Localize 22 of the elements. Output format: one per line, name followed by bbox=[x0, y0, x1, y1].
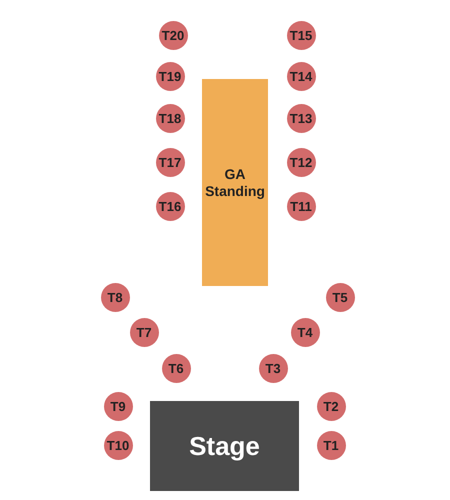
table-circle: T2 bbox=[316, 392, 346, 420]
table-circle: T16 bbox=[156, 192, 184, 220]
table-circle: T5 bbox=[326, 282, 354, 312]
table-circle: T7 bbox=[130, 318, 158, 346]
table-circle: T15 bbox=[286, 20, 316, 50]
stage-block: Stage bbox=[150, 401, 299, 491]
table-circle: T12 bbox=[286, 148, 316, 176]
table-circle: T10 bbox=[104, 430, 132, 460]
table-circle: T18 bbox=[156, 104, 184, 132]
table-circle: T8 bbox=[100, 282, 130, 312]
table-circle: T14 bbox=[286, 62, 316, 90]
standing-area: GA Standing bbox=[202, 79, 268, 286]
table-circle: T3 bbox=[258, 354, 288, 382]
table-circle: T13 bbox=[286, 104, 316, 132]
table-circle: T19 bbox=[156, 62, 184, 90]
table-circle: T9 bbox=[104, 392, 132, 420]
table-circle: T11 bbox=[286, 192, 316, 220]
table-circle: T20 bbox=[158, 20, 188, 50]
table-circle: T1 bbox=[316, 430, 346, 460]
table-circle: T6 bbox=[162, 354, 190, 382]
table-circle: T17 bbox=[156, 148, 184, 176]
table-circle: T4 bbox=[290, 318, 320, 346]
